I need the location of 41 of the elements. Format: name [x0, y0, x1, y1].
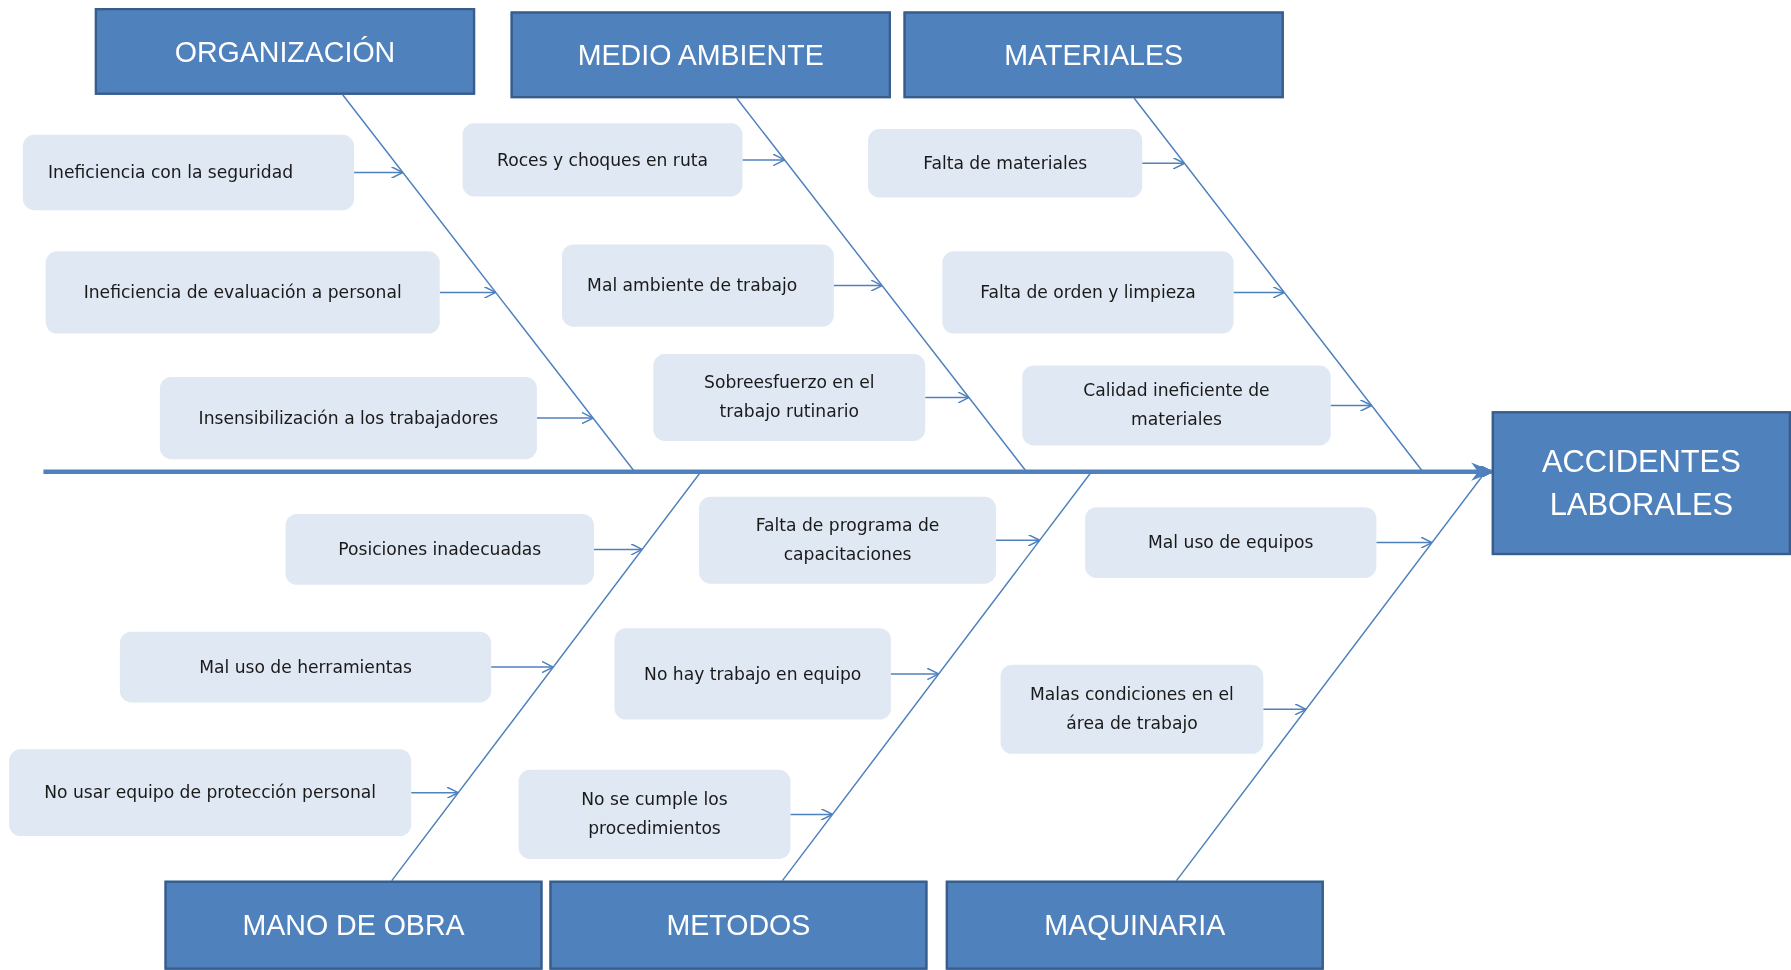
category-box: ORGANIZACIÓN [94, 8, 476, 95]
cause-arrow [536, 411, 594, 425]
cause-box: Falta de programa de capacitaciones [699, 496, 996, 584]
cause-arrow [789, 807, 834, 821]
cause-arrow [924, 391, 970, 404]
cause-box: Ineficiencia con la seguridad [22, 134, 355, 211]
cause-arrow [439, 285, 497, 299]
cause-arrow [741, 153, 786, 167]
cause-arrow [1262, 702, 1307, 716]
cause-arrow [1375, 536, 1433, 549]
cause-box: Mal uso de equipos [1085, 507, 1377, 578]
cause-box: Ineficiencia de evaluación a personal [45, 251, 440, 334]
effect-box: ACCIDENTES LABORALES [1491, 411, 1791, 556]
cause-box: Mal uso de herramientas [119, 631, 492, 703]
category-box: MATERIALES [903, 11, 1284, 99]
cause-box: No hay trabajo en equipo [614, 628, 891, 720]
cause-arrow [833, 279, 883, 292]
cause-box: Posiciones inadecuadas [285, 514, 594, 585]
cause-arrow [353, 166, 404, 179]
cause-box: Falta de orden y limpieza [942, 251, 1234, 334]
cause-box: Calidad ineficiente de materiales [1022, 365, 1331, 446]
cause-box: Insensibilización a los trabajadores [159, 376, 537, 460]
cause-box: Malas condiciones en el área de trabajo [1000, 664, 1264, 754]
cause-arrow [995, 533, 1041, 547]
cause-box: Roces y choques en ruta [462, 123, 743, 197]
cause-arrow [490, 660, 554, 674]
cause-box: No usar equipo de protección personal [9, 749, 412, 837]
category-box: MANO DE OBRA [164, 880, 543, 970]
category-box: MAQUINARIA [945, 880, 1324, 970]
cause-box: Sobreesfuerzo en el trabajo rutinario [653, 354, 926, 441]
cause-arrow [410, 786, 459, 800]
cause-arrow [593, 542, 643, 556]
cause-arrow [890, 667, 940, 681]
cause-arrow [1329, 399, 1373, 412]
category-box: MEDIO AMBIENTE [510, 11, 891, 99]
cause-arrow [1141, 156, 1186, 170]
cause-box: Falta de materiales [868, 129, 1143, 198]
category-box: METODOS [549, 880, 928, 970]
cause-box: No se cumple los procedimientos [518, 769, 791, 859]
cause-arrow [1232, 285, 1286, 299]
cause-box: Mal ambiente de trabajo [561, 244, 834, 327]
